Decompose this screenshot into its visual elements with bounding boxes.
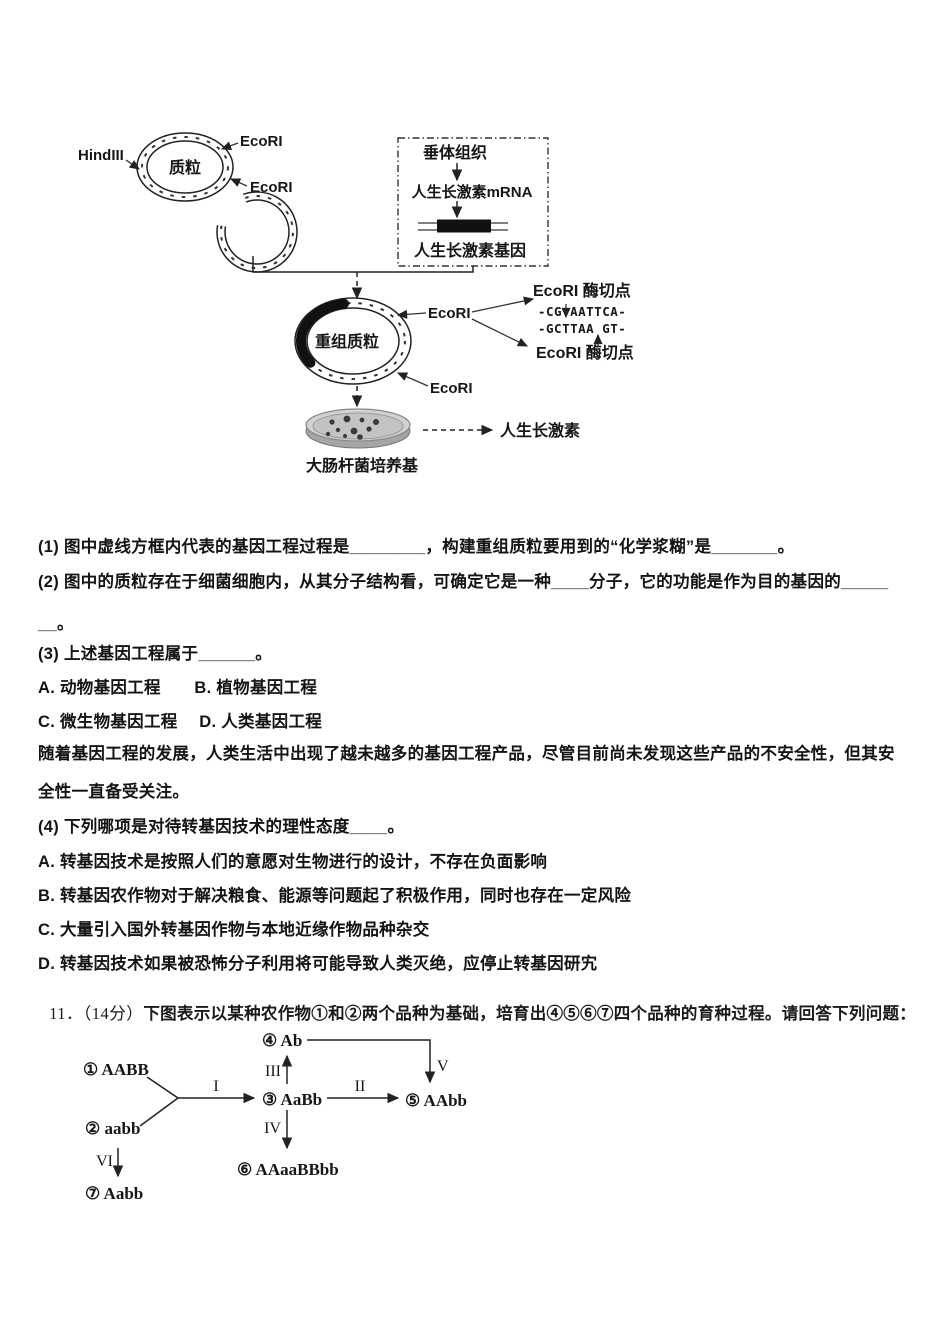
gene-bar — [418, 219, 508, 233]
cut-site-label-bottom: EcoRI 酶切点 — [536, 343, 634, 362]
ecori-label-recomb-bottom: EcoRI — [430, 380, 473, 397]
ecori-pointer-recomb-top — [396, 309, 427, 319]
hindiii-label: HindIII — [78, 147, 124, 164]
ecori-label-right: EcoRI — [250, 179, 293, 196]
question-11-number: 11．（14分） — [49, 1004, 144, 1023]
question-11: 11．（14分）下图表示以某种农作物①和②两个品种为基础，培育出④⑤⑥⑦四个品种… — [40, 981, 916, 1024]
sequence-bottom: -GCTTAA GT- — [538, 321, 626, 336]
ecori-pointer-top — [220, 141, 239, 151]
dish-label: 大肠杆菌培养基 — [306, 456, 419, 475]
variety-1: ① AABB — [83, 1060, 149, 1079]
paragraph-line-1: 随着基因工程的发展，人类生活中出现了越未越多的基因工程产品，尽管目前尚未发现这些… — [38, 745, 895, 763]
question-4-option-c: C. 大量引入国外转基因作物与本地近缘作物品种杂交 — [38, 921, 430, 939]
petri-dish — [305, 408, 411, 449]
question-3-options-cd: C. 微生物基因工程 D. 人类基因工程 — [38, 713, 323, 731]
variety-4: ④ Ab — [262, 1031, 302, 1050]
variety-3: ③ AaBb — [262, 1090, 322, 1109]
question-4: (4) 下列哪项是对待转基因技术的理性态度____。 — [38, 818, 405, 836]
process-V-label: V — [437, 1058, 449, 1075]
seq-pointer-bottom — [471, 318, 529, 347]
question-2-cont: __。 — [38, 615, 74, 633]
variety-7: ⑦ Aabb — [85, 1184, 143, 1203]
question-4-option-a: A. 转基因技术是按照人们的意愿对生物进行的设计，不存在负面影响 — [38, 853, 548, 871]
gene-engineering-diagram: 质粒 HindIII EcoRI EcoRI 垂体组织 人生长激素mRNA 人生… — [78, 132, 634, 475]
plasmid-circle: 质粒 — [136, 132, 234, 202]
cross-line-from-2 — [139, 1097, 179, 1127]
cross-line-from-1 — [146, 1076, 179, 1099]
question-3-options-ab: A. 动物基因工程 B. 植物基因工程 — [38, 679, 318, 697]
bacteria-colonies — [325, 415, 379, 440]
question-11-text: 下图表示以某种农作物①和②两个品种为基础，培育出④⑤⑥⑦四个品种的育种过程。请回… — [143, 1005, 917, 1023]
question-3: (3) 上述基因工程属于______。 — [38, 645, 273, 663]
process-I-label: I — [213, 1078, 218, 1095]
inserted-gene-arc — [296, 298, 349, 368]
process-VI-label: VI — [96, 1153, 113, 1170]
process-V-line — [307, 1039, 436, 1084]
pituitary-box: 垂体组织 人生长激素mRNA 人生长激素基因 — [397, 137, 549, 267]
variety-5: ⑤ AAbb — [405, 1091, 467, 1110]
breeding-diagram: ① AABB ② aabb ③ AaBb ④ Ab ⑤ AAbb ⑥ AAaaB… — [83, 1031, 467, 1203]
cut-site-label-top: EcoRI 酶切点 — [533, 281, 631, 300]
process-IV-label: IV — [264, 1120, 281, 1137]
bracket-line — [252, 256, 474, 273]
question-4-option-d: D. 转基因技术如果被恐怖分子利用将可能导致人类灭绝，应停止转基因研宄 — [38, 955, 598, 973]
ecori-pointer-recomb-bottom — [396, 372, 429, 387]
seq-pointer-top — [471, 296, 535, 313]
hindiii-pointer — [125, 159, 140, 170]
process-II-label: II — [355, 1078, 366, 1095]
recombinant-label: 重组质粒 — [315, 332, 379, 351]
ecori-label-top: EcoRI — [240, 133, 283, 150]
paragraph-line-2: 全性一直备受关注。 — [38, 783, 190, 801]
variety-6: ⑥ AAaaBBbb — [237, 1160, 339, 1179]
process-III-label: III — [265, 1063, 281, 1080]
hormone-label: 人生长激素 — [500, 421, 580, 440]
variety-2: ② aabb — [85, 1119, 140, 1138]
mrna-label: 人生长激素mRNA — [412, 183, 533, 201]
question-1: (1) 图中虚线方框内代表的基因工程过程是________，构建重组质粒要用到的… — [38, 538, 795, 556]
cut-plasmid — [216, 191, 298, 273]
sequence-top: -CG AATTCA- — [538, 304, 626, 319]
question-2: (2) 图中的质粒存在于细菌细胞内，从其分子结构看，可确定它是一种____分子，… — [38, 573, 889, 591]
question-4-option-b: B. 转基因农作物对于解决粮食、能源等问题起了积极作用，同时也存在一定风险 — [38, 887, 632, 905]
ecori-label-recomb-top: EcoRI — [428, 305, 471, 322]
tissue-label: 垂体组织 — [423, 143, 487, 162]
recombinant-plasmid: 重组质粒 — [294, 297, 412, 385]
cut-site-block: EcoRI 酶切点 -CG AATTCA- -GCTTAA GT- EcoRI … — [533, 281, 634, 362]
ecori-pointer-right — [229, 178, 248, 187]
gene-label: 人生长激素基因 — [414, 241, 526, 260]
plasmid-label: 质粒 — [169, 158, 201, 177]
